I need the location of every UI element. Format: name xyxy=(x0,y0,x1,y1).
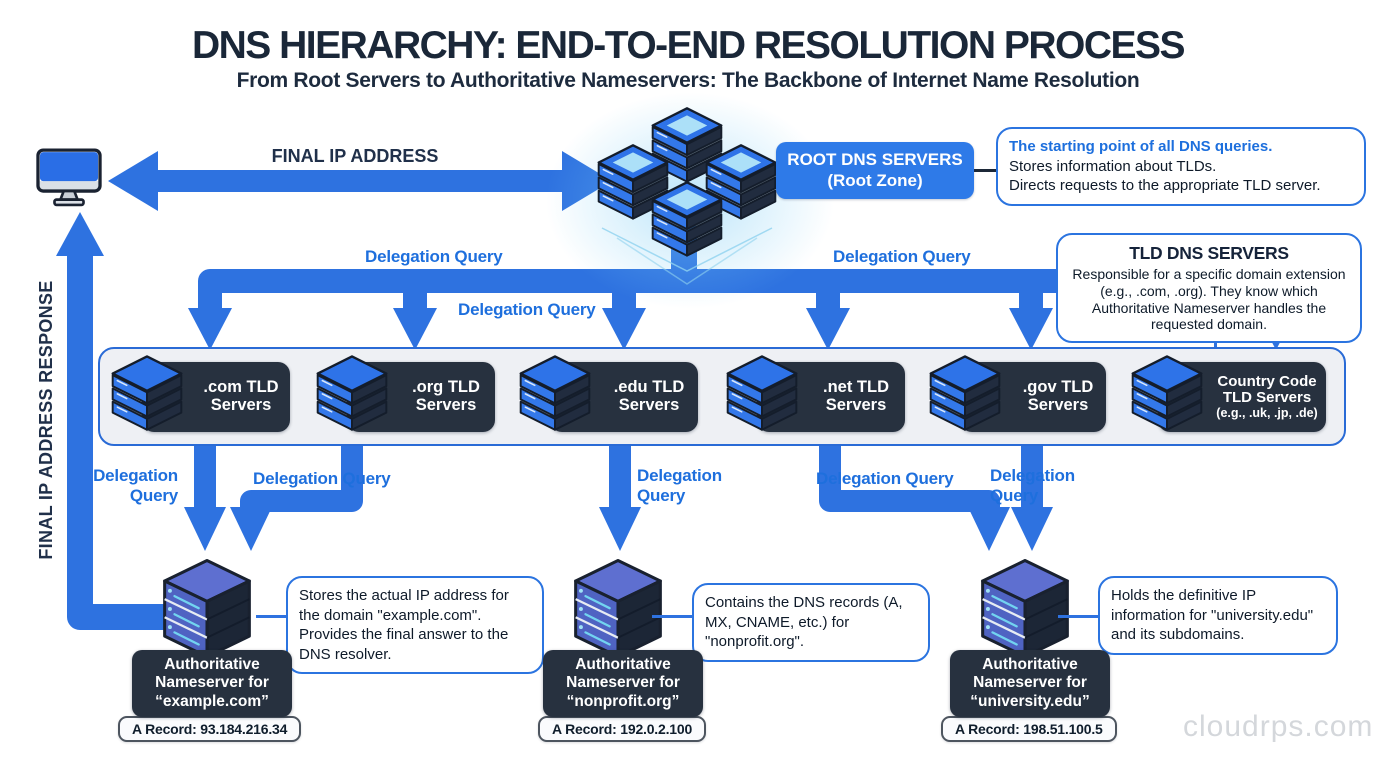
auth-callout-connector xyxy=(652,615,694,618)
a-record-university: A Record: 198.51.100.5 xyxy=(941,716,1117,742)
delegation-query-label: Delegation Query xyxy=(365,247,503,266)
final-ip-address-response-label: FINAL IP ADDRESS RESPONSE xyxy=(36,280,56,560)
auth-domain-text: “example.com” xyxy=(155,692,269,710)
a-record-example: A Record: 93.184.216.34 xyxy=(118,716,302,742)
tld-dns-callout: TLD DNS SERVERS Responsible for a specif… xyxy=(1056,233,1362,344)
delegation-query-label: Delegation Query xyxy=(990,466,1075,505)
root-dns-callout: The starting point of all DNS queries. S… xyxy=(996,127,1366,206)
delegation-query-label: Delegation Query xyxy=(833,247,971,266)
tld-org-label: .org TLD Servers xyxy=(412,378,480,414)
a-record-nonprofit: A Record: 192.0.2.100 xyxy=(538,716,707,742)
auth-label-text: Authoritative Nameserver for xyxy=(973,656,1087,692)
server-stack-icon xyxy=(516,354,594,440)
auth-nonprofit-label: Authoritative Nameserver for “nonprofit.… xyxy=(543,650,703,717)
delegation-query-label: Delegation Query xyxy=(637,466,722,505)
auth-example-label: Authoritative Nameserver for “example.co… xyxy=(132,650,292,717)
final-ip-address-label: FINAL IP ADDRESS xyxy=(271,146,439,166)
auth-university-callout: Holds the definitive IP information for … xyxy=(1098,576,1338,655)
auth-university-label: Authoritative Nameserver for “university… xyxy=(950,650,1110,717)
tld-gov-label: .gov TLD Servers xyxy=(1022,378,1094,414)
desktop-computer-icon xyxy=(36,148,102,209)
tld-callout-body: Responsible for a specific domain extens… xyxy=(1072,266,1346,333)
root-callout-line1: The starting point of all DNS queries. xyxy=(1009,138,1273,155)
delegation-query-label: Delegation Query xyxy=(458,300,596,319)
auth-domain-text: “university.edu” xyxy=(970,692,1090,710)
server-stack-icon xyxy=(723,354,801,440)
delegation-query-label: Delegation Query xyxy=(253,469,391,488)
tld-country-code-label: Country Code TLD Servers xyxy=(1217,372,1317,406)
tld-com-label: .com TLD Servers xyxy=(203,378,279,414)
root-dns-servers-box: ROOT DNS SERVERS (Root Zone) xyxy=(776,142,974,199)
root-server-cluster-icon xyxy=(572,106,802,296)
root-callout-line2: Stores information about TLDs. xyxy=(1009,157,1217,175)
page-title: DNS HIERARCHY: END-TO-END RESOLUTION PRO… xyxy=(191,24,1186,67)
tld-net-label: .net TLD Servers xyxy=(823,378,889,414)
page-subtitle: From Root Servers to Authoritative Names… xyxy=(236,69,1140,92)
auth-callout-connector xyxy=(256,615,288,618)
auth-label-text: Authoritative Nameserver for xyxy=(155,656,269,692)
server-stack-icon xyxy=(108,354,186,440)
auth-domain-text: “nonprofit.org” xyxy=(566,692,680,710)
root-callout-line3: Directs requests to the appropriate TLD … xyxy=(1009,177,1321,194)
watermark: cloudrps.com xyxy=(1183,710,1374,743)
root-callout-connector xyxy=(974,169,996,172)
auth-callout-connector xyxy=(1058,615,1100,618)
server-stack-icon xyxy=(1128,354,1206,440)
server-stack-icon xyxy=(313,354,391,440)
delegation-query-label: Delegation Query xyxy=(816,469,954,488)
delegation-query-label: Delegation Query xyxy=(93,466,178,505)
tld-edu-label: .edu TLD Servers xyxy=(613,378,685,414)
auth-nonprofit-callout: Contains the DNS records (A, MX, CNAME, … xyxy=(692,583,930,662)
tld-country-code-sublabel: (e.g., .uk, .jp, .de) xyxy=(1216,405,1318,420)
tld-to-authoritative-arrows xyxy=(184,443,1053,551)
server-stack-icon xyxy=(926,354,1004,440)
auth-label-text: Authoritative Nameserver for xyxy=(566,656,680,692)
root-box-subtitle: (Root Zone) xyxy=(827,170,923,190)
tld-servers-row: .com TLD Servers .org TLD Servers .edu T… xyxy=(98,347,1346,446)
auth-example-callout: Stores the actual IP address for the dom… xyxy=(286,576,544,674)
root-box-title: ROOT DNS SERVERS xyxy=(787,150,963,170)
tld-callout-title: TLD DNS SERVERS xyxy=(1129,243,1289,263)
